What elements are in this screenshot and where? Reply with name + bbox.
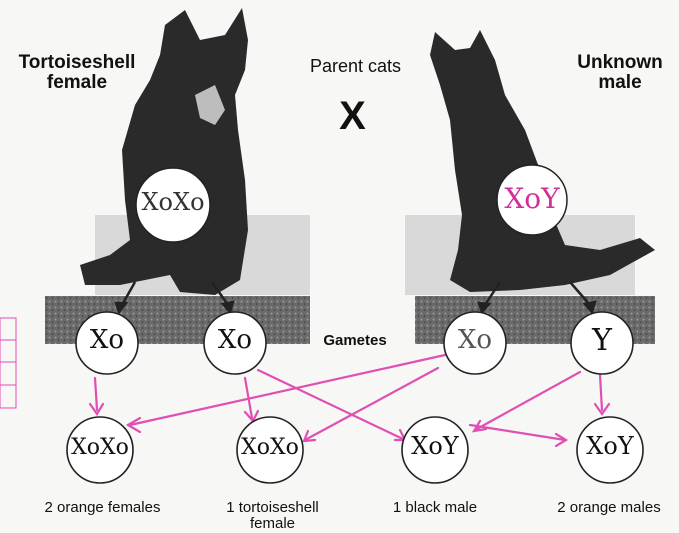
gamete-circles	[75, 311, 634, 375]
gamete-2-text: Xo	[217, 325, 253, 355]
male-genotype-text: XoY	[504, 182, 560, 215]
female-genotype-circle	[135, 167, 211, 243]
gamete-4-text: Y	[592, 323, 612, 358]
parent-cats-label: Parent cats	[309, 56, 402, 76]
offspring-4-label: 2 orange males	[557, 499, 661, 516]
offspring-4-genotype: XoY	[586, 432, 634, 460]
gamete-3-text: Xo	[457, 325, 493, 355]
unknown-male-cat-image	[430, 30, 655, 292]
cross-symbol: X	[339, 94, 366, 138]
offspring-3-label: 1 black male	[392, 499, 478, 516]
gamete-1-text: Xo	[89, 325, 125, 355]
offspring-3-genotype: XoY	[411, 432, 459, 460]
female-genotype-text: XoXo	[141, 188, 205, 216]
offspring-2-label: 1 tortoiseshell female	[226, 499, 319, 532]
offspring-2-genotype: XoXo	[241, 435, 299, 460]
offspring-circles	[66, 416, 644, 484]
male-parent-label: Unknown male	[577, 52, 663, 93]
offspring-1-genotype: XoXo	[71, 435, 129, 460]
gametes-label: Gametes	[323, 332, 387, 349]
offspring-1-label: 2 orange females	[44, 499, 161, 516]
parent-to-gamete-arrows	[114, 281, 597, 315]
margin-note	[0, 317, 17, 409]
female-parent-label: Tortoiseshell female	[18, 52, 136, 93]
male-genotype-circle	[496, 164, 568, 236]
gamete-combination-arrows	[88, 353, 611, 448]
